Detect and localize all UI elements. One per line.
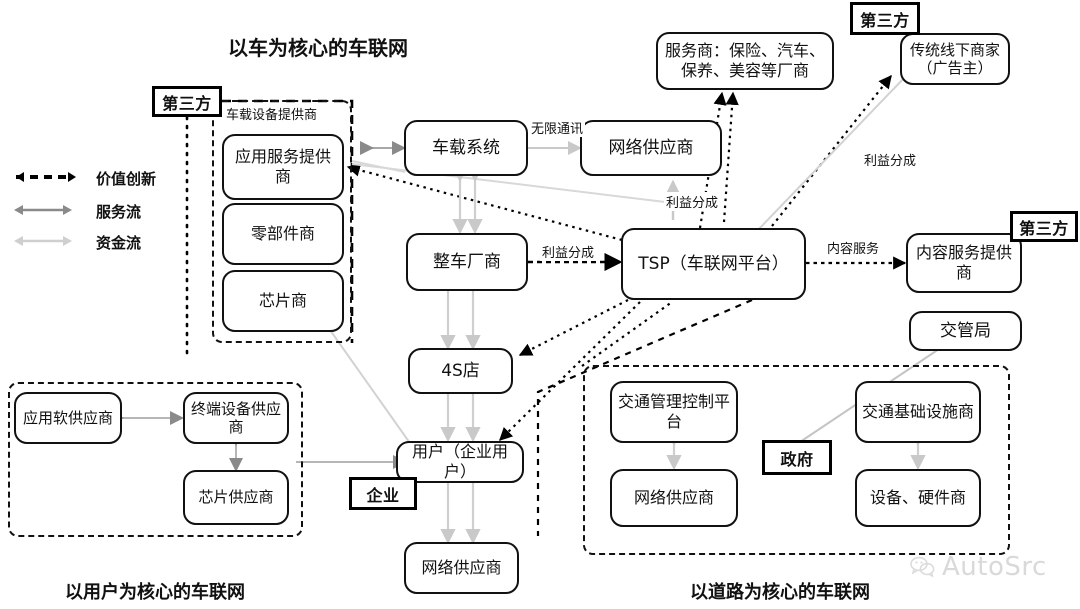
node-content-service-provider[interactable]: 内容服务提供商 xyxy=(906,233,1022,293)
node-parts-supplier[interactable]: 零部件商 xyxy=(222,203,344,265)
node-app-service-provider[interactable]: 应用服务提供商 xyxy=(222,134,344,200)
node-label: 芯片商 xyxy=(258,291,307,311)
badge-third-party-left[interactable]: 第三方 xyxy=(152,86,222,117)
node-label: 整车厂商 xyxy=(433,251,501,272)
edge-label-wireless-comm: 无限通讯 xyxy=(529,118,586,137)
legend-arrows xyxy=(14,172,76,246)
legend-label-capital-flow: 资金流 xyxy=(96,234,142,252)
node-label: 内容服务提供商 xyxy=(915,243,1012,282)
legend: 价值创新 服务流 资金流 xyxy=(10,165,190,255)
node-vehicle-manufacturer[interactable]: 整车厂商 xyxy=(406,233,528,291)
group-road-centric xyxy=(583,365,1010,555)
node-chip-maker[interactable]: 芯片商 xyxy=(222,270,344,332)
node-tsp[interactable]: TSP（车联网平台） xyxy=(621,228,806,300)
node-network-provider-bottom[interactable]: 网络供应商 xyxy=(404,542,519,594)
edge-label-profit-share-manufacturer: 利益分成 xyxy=(540,242,597,261)
node-label: 芯片供应商 xyxy=(198,488,274,507)
legend-label-service-flow: 服务流 xyxy=(96,203,142,221)
node-network-provider-road[interactable]: 网络供应商 xyxy=(610,469,738,527)
badge-label: 政府 xyxy=(780,449,814,469)
node-label: 网络供应商 xyxy=(633,488,714,508)
node-service-providers[interactable]: 服务商：保险、汽车、保养、美容等厂商 xyxy=(656,32,834,90)
node-label: 终端设备供应商 xyxy=(190,399,281,436)
badge-enterprise[interactable]: 企业 xyxy=(349,477,417,510)
edge-label-content-service: 内容服务 xyxy=(825,238,882,257)
node-label: 车载系统 xyxy=(432,137,500,158)
node-chip-supplier[interactable]: 芯片供应商 xyxy=(183,470,289,525)
node-equipment-hardware[interactable]: 设备、硬件商 xyxy=(855,469,981,527)
node-dealer-4s[interactable]: 4S店 xyxy=(408,348,513,394)
node-traffic-bureau[interactable]: 交管局 xyxy=(909,311,1022,351)
group-user-centric xyxy=(8,382,303,537)
badge-label: 第三方 xyxy=(860,10,910,30)
node-label: 用户（企业用户） xyxy=(411,442,508,481)
node-label: 4S店 xyxy=(441,360,480,381)
node-label: 零部件商 xyxy=(250,224,315,244)
edge-label-profit-share-merchants: 利益分成 xyxy=(862,150,919,169)
badge-label: 企业 xyxy=(366,485,400,505)
badge-government[interactable]: 政府 xyxy=(762,440,832,475)
node-label: 传统线下商家（广告主） xyxy=(909,40,1000,77)
node-vehicle-system[interactable]: 车载系统 xyxy=(404,120,528,176)
node-label: 应用服务提供商 xyxy=(234,147,331,186)
node-offline-merchants[interactable]: 传统线下商家（广告主） xyxy=(900,33,1010,85)
badge-label: 第三方 xyxy=(162,93,212,113)
node-label: 交通基础设施商 xyxy=(861,402,974,422)
node-label: 网络供应商 xyxy=(608,137,694,158)
node-label: 服务商：保险、汽车、保养、美容等厂商 xyxy=(664,41,825,80)
group-label-vehicle-equipment: 车载设备提供商 xyxy=(226,108,318,123)
node-traffic-control-platform[interactable]: 交通管理控制平台 xyxy=(610,381,738,443)
badge-third-party-top-right[interactable]: 第三方 xyxy=(850,2,920,35)
group-vehicle-equipment-provider xyxy=(212,100,352,343)
wechat-icon xyxy=(910,556,935,578)
node-label: 交管局 xyxy=(940,320,991,341)
section-title-user: 以用户为核心的车联网 xyxy=(65,582,245,603)
badge-label: 第三方 xyxy=(1019,218,1069,238)
node-label: 交通管理控制平台 xyxy=(617,392,730,431)
node-terminal-device-supplier[interactable]: 终端设备供应商 xyxy=(183,392,289,444)
node-label: TSP（车联网平台） xyxy=(638,253,789,274)
node-app-software-supplier[interactable]: 应用软供应商 xyxy=(14,392,122,444)
node-label: 网络供应商 xyxy=(421,558,502,578)
badge-third-party-right[interactable]: 第三方 xyxy=(1010,211,1078,242)
node-label: 应用软供应商 xyxy=(22,408,113,427)
node-traffic-infrastructure[interactable]: 交通基础设施商 xyxy=(855,381,981,443)
node-label: 设备、硬件商 xyxy=(869,488,966,508)
node-network-provider-top[interactable]: 网络供应商 xyxy=(580,120,722,176)
edge-label-profit-share-network: 利益分成 xyxy=(664,192,721,211)
watermark-text: AutoSrc xyxy=(942,552,1047,582)
legend-label-value-innovation: 价值创新 xyxy=(96,170,157,188)
node-user[interactable]: 用户（企业用户） xyxy=(396,441,524,483)
section-title-car: 以车为核心的车联网 xyxy=(228,36,408,60)
section-title-road: 以道路为核心的车联网 xyxy=(690,582,870,603)
watermark: AutoSrc xyxy=(910,552,1047,582)
